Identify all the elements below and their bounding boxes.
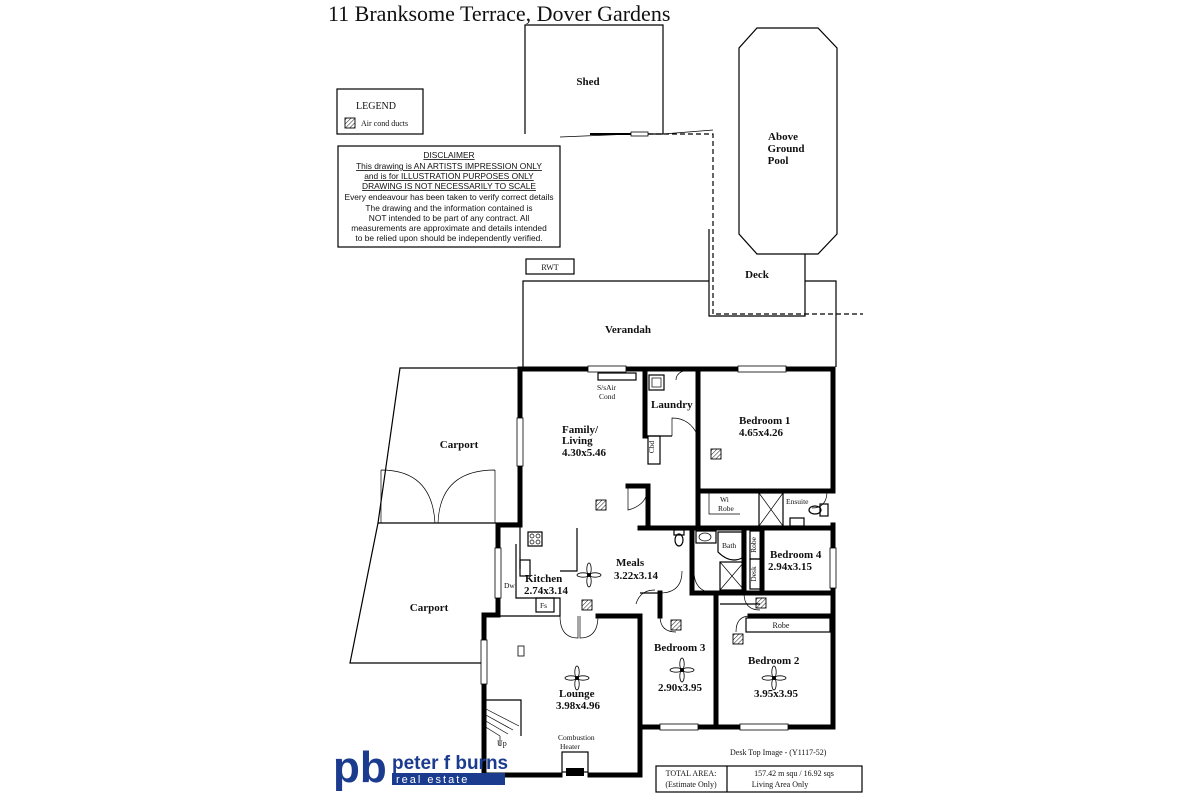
ceiling-fan-icon: [761, 665, 787, 691]
ss-air-cond-label: Cond: [599, 392, 616, 401]
shed: Shed: [524, 24, 664, 138]
ensuite-label: Ensuite: [786, 497, 809, 506]
legend: LEGEND Air cond ducts: [336, 88, 424, 135]
disclaimer-line: and is for ILLUSTRATION PURPOSES ONLY: [364, 171, 534, 181]
rwt-label: RWT: [541, 263, 558, 272]
robe-b2-label: Robe: [773, 621, 790, 630]
cbd-label: Cbd: [647, 441, 656, 454]
windows: [480, 365, 837, 731]
meals-size: 3.22x3.14: [614, 570, 659, 582]
disclaimer-heading: DISCLAIMER: [423, 150, 474, 160]
pool-label: Ground: [767, 143, 804, 155]
family-label: Living: [562, 435, 593, 447]
disclaimer-box: DISCLAIMER This drawing is AN ARTISTS IM…: [337, 145, 561, 248]
fixtures: S/sAir Cond Cbd Wi Robe Ensuite Bath Rob…: [497, 372, 831, 751]
image-reference: Desk Top Image - (Y1117-52): [730, 748, 827, 757]
total-area-label: TOTAL AREA:: [666, 769, 717, 778]
verandah-label: Verandah: [605, 324, 651, 336]
air-cond-duct-icon: [755, 597, 767, 609]
legend-item: Air cond ducts: [361, 119, 408, 128]
bedroom3-size: 2.90x3.95: [658, 682, 703, 694]
kitchen-label: Kitchen: [525, 573, 562, 585]
bedroom2-size: 3.95x3.95: [754, 688, 799, 700]
disclaimer-line: This drawing is AN ARTISTS IMPRESSION ON…: [356, 161, 542, 171]
carport-top-label: Carport: [440, 439, 479, 451]
carport-bottom-label: Carport: [410, 602, 449, 614]
brand-mark: pb: [333, 743, 387, 792]
bedroom1-size: 4.65x4.26: [739, 427, 784, 439]
room-labels: Family/ Living 4.30x5.46 Laundry Bedroom…: [524, 399, 822, 712]
total-area-label: (Estimate Only): [665, 780, 717, 789]
air-cond-duct-icon: [732, 633, 744, 645]
carport-bottom: Carport: [349, 522, 483, 664]
ceiling-fan-icon: [564, 665, 590, 691]
disclaimer-line: The drawing and the information containe…: [365, 203, 532, 213]
deck: Deck: [708, 229, 806, 317]
total-area-box: TOTAL AREA: (Estimate Only) 157.42 m squ…: [655, 765, 863, 793]
lounge-label: Lounge: [559, 688, 595, 700]
disclaimer-line: to be relied upon should be independentl…: [355, 233, 542, 243]
brand-name: peter f burns: [392, 753, 508, 774]
heater-label: Heater: [560, 742, 580, 751]
deck-label: Deck: [745, 269, 770, 281]
bedroom4-size: 2.94x3.15: [768, 561, 813, 573]
fs-label: Fs: [540, 601, 547, 610]
up-label: Up: [497, 739, 507, 748]
carport-top: Carport: [377, 367, 520, 524]
kitchen-size: 2.74x3.14: [524, 585, 569, 597]
wi-robe-label: Wi: [720, 495, 729, 504]
disclaimer-line: measurements are approximate and details…: [351, 223, 547, 233]
shed-label: Shed: [576, 76, 599, 88]
laundry-label: Laundry: [651, 399, 693, 411]
family-label: Family/: [562, 424, 599, 436]
house-walls: [481, 366, 836, 778]
heater-label: Combustion: [558, 733, 595, 742]
page-title: 11 Branksome Terrace, Dover Gardens: [328, 1, 670, 26]
lounge-size: 3.98x4.96: [556, 700, 601, 712]
disclaimer-line: NOT intended to be part of any contract.…: [369, 213, 530, 223]
air-cond-duct-icon: [595, 499, 607, 511]
robe-b4-label: Robe: [749, 536, 758, 553]
legend-heading: LEGEND: [356, 101, 396, 112]
pool-label: Above: [768, 131, 798, 143]
fence-post: [662, 129, 714, 135]
meals-label: Meals: [616, 557, 645, 569]
air-cond-duct-icon: [344, 117, 356, 129]
air-cond-duct-icon: [670, 619, 682, 631]
total-area-value: Living Area Only: [752, 780, 808, 789]
doors: [559, 368, 828, 639]
rain-water-tank: RWT: [525, 258, 575, 275]
wi-robe-label: Robe: [718, 504, 735, 513]
bedroom4-label: Bedroom 4: [770, 549, 822, 561]
family-size: 4.30x5.46: [562, 447, 607, 459]
disclaimer-line: DRAWING IS NOT NECESSARILY TO SCALE: [362, 181, 536, 191]
air-cond-duct-icon: [710, 448, 722, 460]
disclaimer-line: Every endeavour has been taken to verify…: [344, 192, 553, 202]
fence-line: [648, 133, 863, 315]
ceiling-fan-icon: [576, 562, 602, 588]
bedroom3-label: Bedroom 3: [654, 642, 706, 654]
pool-label: Pool: [768, 155, 789, 167]
bedroom1-label: Bedroom 1: [739, 415, 790, 427]
above-ground-pool: Above Ground Pool: [738, 27, 838, 255]
air-cond-duct-icon: [581, 599, 593, 611]
total-area-value: 157.42 m squ / 16.92 sqs: [754, 769, 834, 778]
bedroom2-label: Bedroom 2: [748, 655, 800, 667]
brand-tagline: real estate: [396, 774, 469, 786]
ss-air-cond-label: S/sAir: [597, 383, 617, 392]
bath-label: Bath: [722, 541, 736, 550]
brand-logo: pb peter f burns real estate: [333, 743, 508, 792]
ceiling-fan-icon: [669, 657, 695, 683]
dw-label: Dw: [504, 581, 515, 590]
verandah: Verandah: [522, 280, 837, 367]
desk-label: Desk: [749, 566, 758, 582]
